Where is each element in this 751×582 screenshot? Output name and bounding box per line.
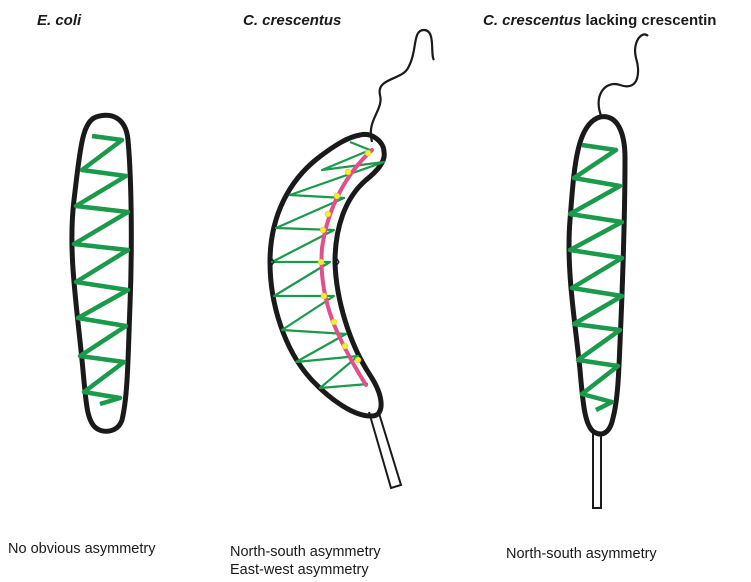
caption-line: North-south asymmetry — [506, 545, 657, 563]
contact-point — [355, 357, 361, 363]
contact-point — [365, 150, 371, 156]
mutant-flagellum — [599, 34, 648, 118]
caption-line: North-south asymmetry — [230, 543, 381, 561]
panel-ecoli-caption: No obvious asymmetry — [8, 540, 155, 558]
panel-crescentus-caption: North-south asymmetry East-west asymmetr… — [230, 543, 381, 579]
ecoli-cell — [72, 115, 131, 431]
panel-mutant-caption: North-south asymmetry — [506, 545, 657, 563]
crescentus-flagellum — [371, 30, 434, 142]
contact-point — [320, 227, 326, 233]
caption-line: No obvious asymmetry — [8, 540, 155, 558]
contact-point — [321, 293, 327, 299]
contact-point — [331, 319, 337, 325]
mutant-cell — [569, 34, 648, 508]
contact-point — [345, 169, 351, 175]
contact-point — [342, 343, 348, 349]
contact-point — [318, 259, 324, 265]
ecoli-cell-outline — [72, 115, 131, 431]
contact-point — [325, 211, 331, 217]
crescentus-cell-outline — [270, 134, 384, 416]
crescentin-filament — [321, 150, 372, 385]
contact-point — [334, 193, 340, 199]
crescentus-cell — [270, 30, 434, 488]
crescentus-stalk — [369, 410, 401, 488]
mutant-stalk — [593, 432, 601, 508]
caption-line: East-west asymmetry — [230, 561, 381, 579]
